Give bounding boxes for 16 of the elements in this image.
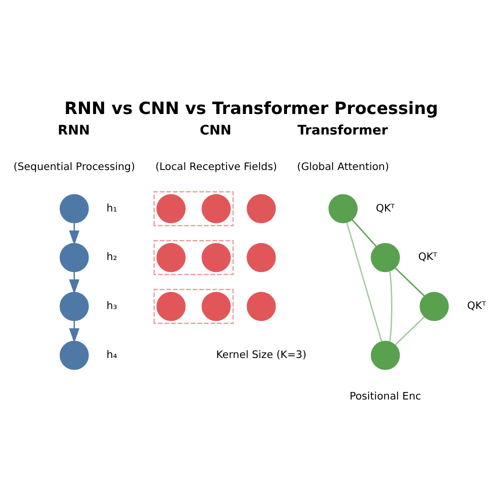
node-label: QKᵀ [418,250,438,263]
node-label: h₂ [106,250,118,263]
diagram-title: RNN vs CNN vs Transformer Processing [64,98,438,118]
label: Transformer [297,123,388,138]
label: RNN [58,123,90,138]
label: Kernel Size (K=3) [216,348,306,360]
label: (Local Receptive Fields) [155,160,277,172]
node-label: h₃ [106,300,118,312]
node-label: h₁ [106,202,118,214]
label: (Sequential Processing) [13,160,135,172]
node-label: h₄ [106,348,118,360]
node-label: QKᵀ [376,202,395,214]
node-label: QKᵀ [467,300,486,312]
label: (Global Attention) [297,160,390,172]
label: Positional Enc [350,390,422,402]
label: CNN [200,123,232,138]
